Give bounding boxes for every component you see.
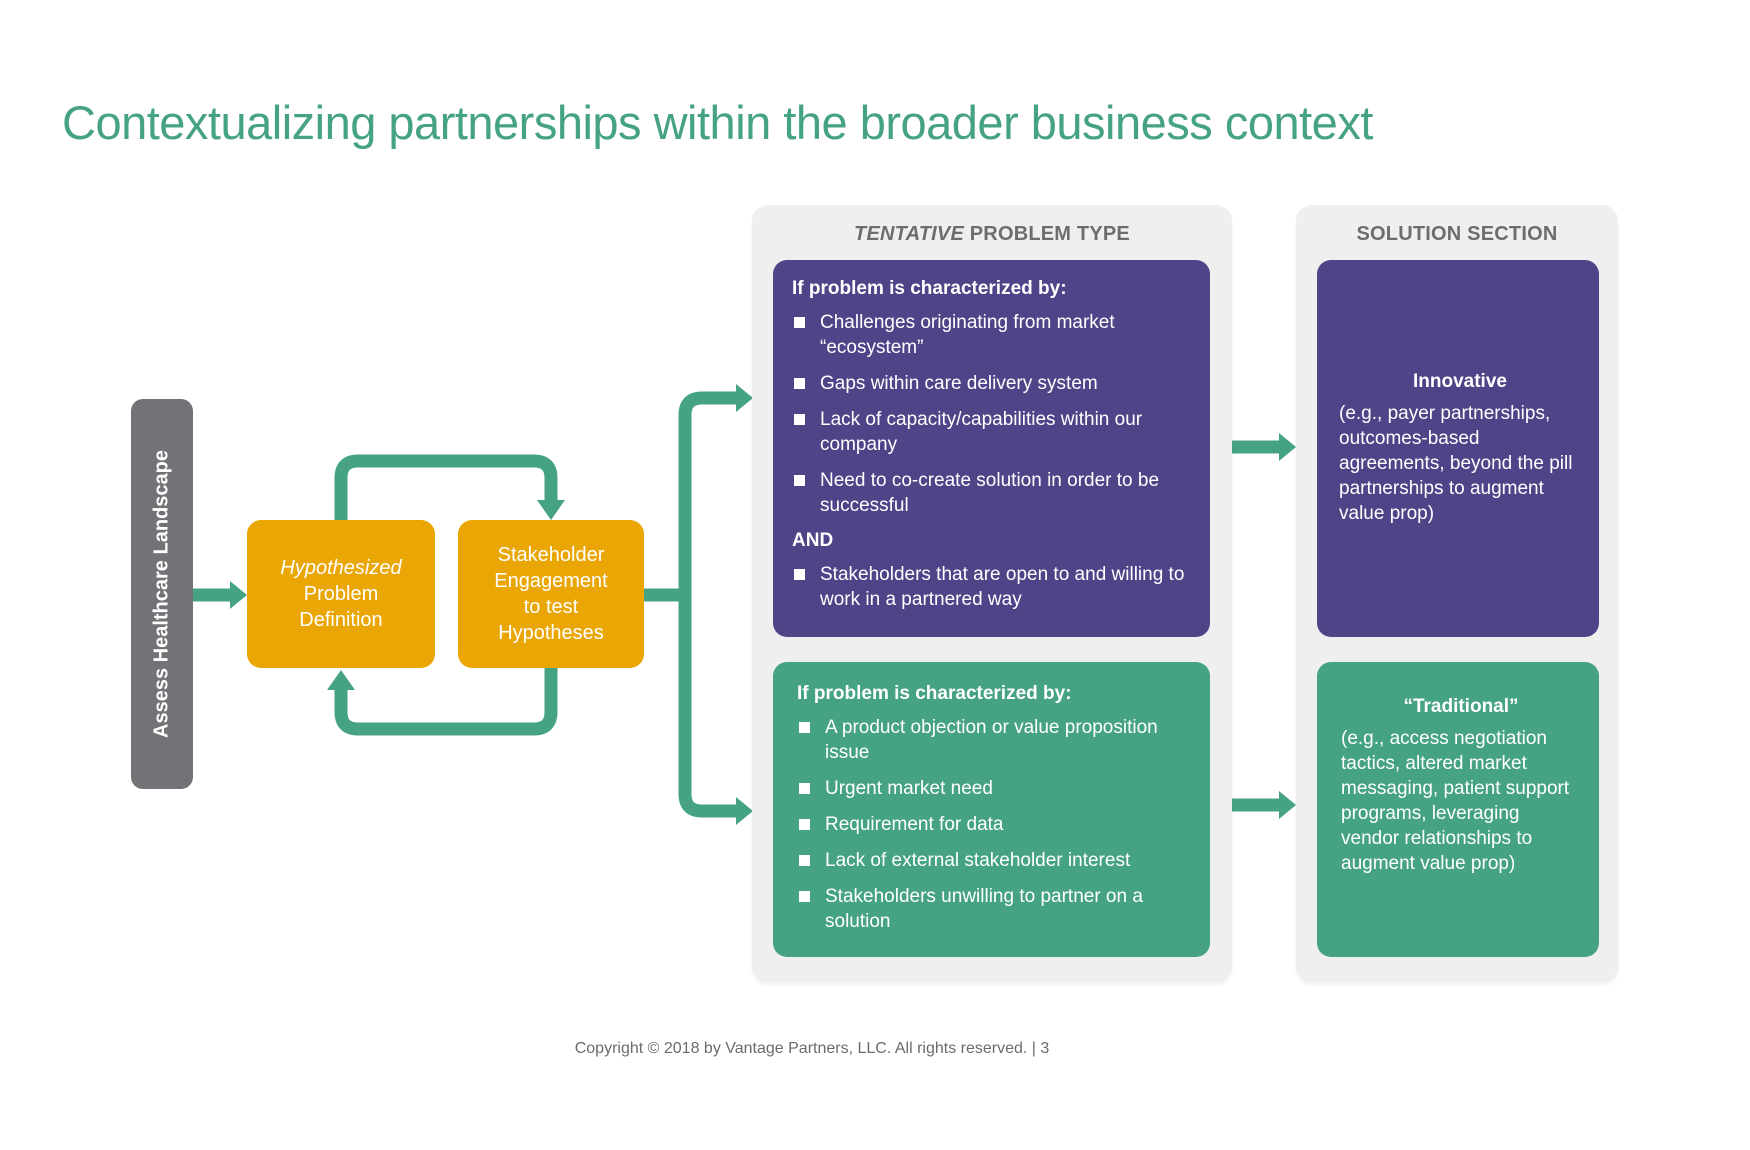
list-item: Need to co-create solution in order to b…: [792, 468, 1190, 518]
list-item: Lack of capacity/capabilities within our…: [792, 407, 1190, 457]
innovative-solution-title: Innovative: [1413, 371, 1507, 392]
list-item-text: Stakeholders unwilling to partner on a s…: [825, 886, 1143, 932]
bullet-square-icon: [799, 855, 810, 866]
list-item: Challenges originating from market “ecos…: [792, 310, 1190, 360]
list-item: Gaps within care delivery system: [792, 371, 1190, 396]
box1-line1: Hypothesized: [280, 557, 402, 579]
box2-line4: Hypotheses: [498, 622, 604, 644]
bullet-square-icon: [794, 414, 805, 425]
and-list: Stakeholders that are open to and willin…: [792, 562, 1190, 612]
box2-line1: Stakeholder: [497, 544, 605, 566]
list-item-text: Lack of external stakeholder interest: [825, 850, 1131, 871]
hypothesized-problem-box: Hypothesized Problem Definition: [247, 520, 435, 668]
innovative-problem-list: Challenges originating from market “ecos…: [792, 310, 1190, 518]
arrowhead-icon: [1279, 433, 1296, 461]
box2-line3: to test: [523, 596, 579, 618]
traditional-solution-card: “Traditional” (e.g., access negotiation …: [1317, 662, 1599, 957]
list-item-text: Requirement for data: [825, 814, 1004, 835]
traditional-problem-card: If problem is characterized by: A produc…: [773, 662, 1210, 957]
traditional-solution-title: “Traditional”: [1403, 696, 1519, 717]
list-item: Stakeholders unwilling to partner on a s…: [797, 884, 1190, 934]
assess-landscape-bar: Assess Healthcare Landscape: [131, 399, 193, 789]
box1-line2: Problem: [303, 583, 379, 605]
list-item-text: Need to co-create solution in order to b…: [820, 470, 1160, 516]
arrowhead-icon: [537, 500, 565, 520]
bullet-square-icon: [799, 819, 810, 830]
problem-type-header: TENTATIVE PROBLEM TYPE: [752, 223, 1232, 246]
traditional-problem-heading: If problem is characterized by:: [797, 683, 1072, 704]
stakeholder-engagement-box: Stakeholder Engagement to test Hypothese…: [458, 520, 644, 668]
loop-arrow-bottom: [334, 668, 558, 736]
list-item: Stakeholders that are open to and willin…: [792, 562, 1190, 612]
bullet-square-icon: [799, 783, 810, 794]
arrowhead-icon: [736, 797, 753, 825]
bullet-square-icon: [794, 475, 805, 486]
list-item-text: Stakeholders that are open to and willin…: [820, 564, 1185, 610]
problem-type-header-rest: PROBLEM TYPE: [964, 223, 1130, 245]
arrowhead-icon: [1279, 791, 1296, 819]
arrowhead-icon: [327, 670, 355, 690]
traditional-solution-description: (e.g., access negotiation tactics, alter…: [1341, 728, 1570, 874]
branch-arrow-bottom: [678, 595, 737, 818]
list-item: Requirement for data: [797, 812, 1190, 837]
traditional-problem-list: A product objection or value proposition…: [797, 715, 1190, 934]
arrowhead-icon: [736, 384, 753, 412]
loop-arrow-top: [334, 454, 558, 520]
bullet-square-icon: [799, 722, 810, 733]
list-item-text: A product objection or value proposition…: [825, 717, 1158, 763]
list-item-text: Gaps within care delivery system: [820, 373, 1098, 394]
page-title: Contextualizing partnerships within the …: [62, 96, 1373, 149]
branch-arrow-top: [678, 391, 737, 595]
innovative-solution-card: Innovative (e.g., payer partnerships, ou…: [1317, 260, 1599, 637]
list-item: Lack of external stakeholder interest: [797, 848, 1190, 873]
list-item-text: Urgent market need: [825, 778, 993, 799]
bullet-square-icon: [794, 378, 805, 389]
list-item: A product objection or value proposition…: [797, 715, 1190, 765]
innovative-problem-card: If problem is characterized by: Challeng…: [773, 260, 1210, 637]
box1-line3: Definition: [299, 609, 383, 631]
and-label: AND: [792, 530, 834, 551]
bullet-square-icon: [799, 891, 810, 902]
list-item: Urgent market need: [797, 776, 1190, 801]
arrowhead-icon: [230, 581, 247, 609]
list-item-text: Lack of capacity/capabilities within our…: [820, 409, 1143, 455]
solution-section-header: SOLUTION SECTION: [1356, 223, 1558, 245]
bullet-square-icon: [794, 569, 805, 580]
box2-line2: Engagement: [494, 570, 608, 592]
copyright-footer: Copyright © 2018 by Vantage Partners, LL…: [574, 1040, 1050, 1057]
problem-type-header-italic: TENTATIVE: [854, 223, 964, 245]
innovative-solution-description: (e.g., payer partnerships, outcomes-base…: [1339, 403, 1573, 524]
assess-landscape-label: Assess Healthcare Landscape: [150, 450, 173, 738]
bullet-square-icon: [794, 317, 805, 328]
innovative-problem-heading: If problem is characterized by:: [792, 278, 1067, 299]
list-item-text: Challenges originating from market “ecos…: [820, 312, 1115, 358]
